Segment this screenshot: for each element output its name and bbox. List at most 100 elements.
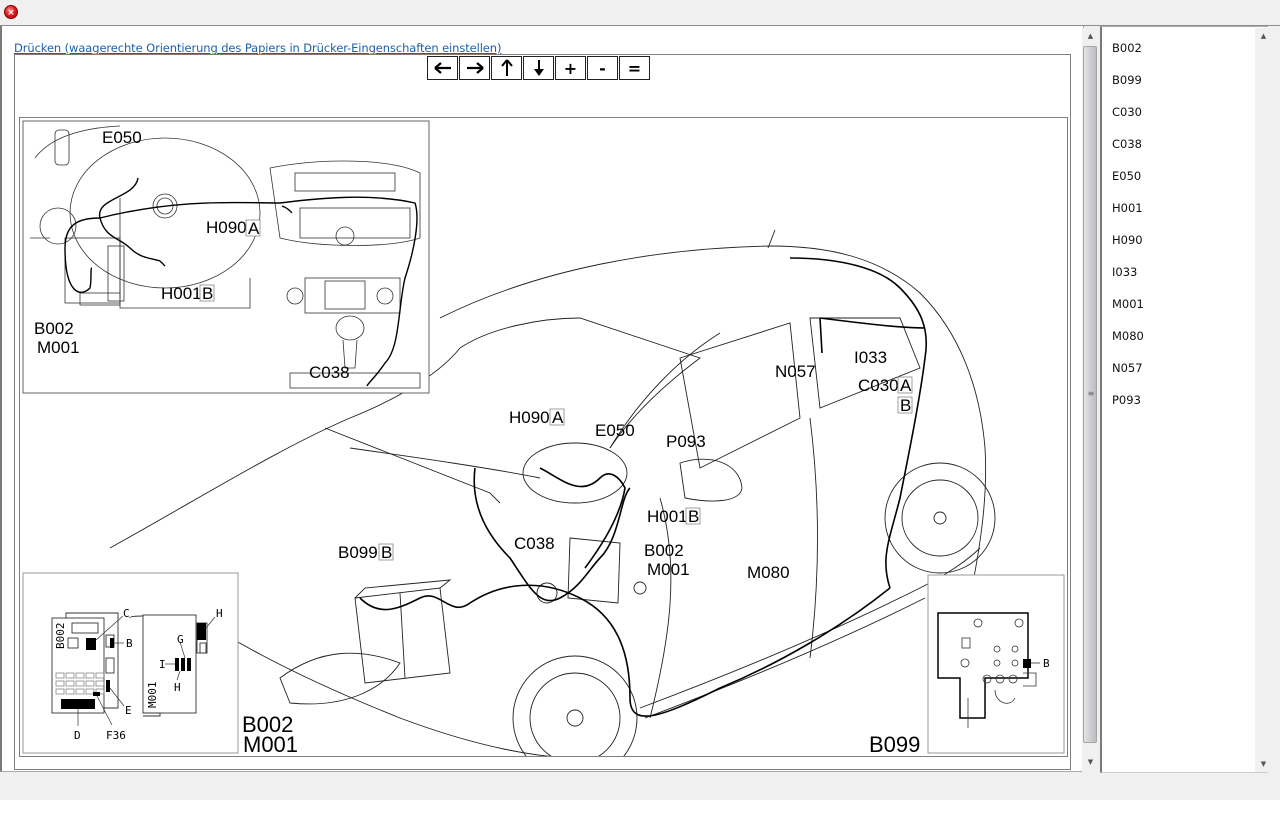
inset-fusebox: B002 M001 C B E D F36 H G I H xyxy=(22,572,239,754)
inset-label-e050: E050 xyxy=(102,128,142,147)
list-item-m001[interactable]: M001 xyxy=(1112,297,1144,311)
label-h090-tag: A xyxy=(552,408,564,427)
inset-label-h001-tag: B xyxy=(202,284,213,303)
rear-wheel xyxy=(884,462,996,574)
label-m001: M001 xyxy=(647,560,690,579)
list-item-c038[interactable]: C038 xyxy=(1112,137,1142,151)
diagram-outer-frame xyxy=(14,54,1071,770)
car-side-sill xyxy=(639,547,981,709)
dash-top xyxy=(349,447,541,479)
zoom-reset-button[interactable]: = xyxy=(619,56,650,80)
arrow-up-icon xyxy=(500,59,513,76)
wiper xyxy=(324,427,501,504)
pan-left-button[interactable] xyxy=(427,56,458,80)
list-scroll-down-arrow-icon[interactable]: ▼ xyxy=(1260,760,1267,768)
fusebox-pin-h-bottom: H xyxy=(174,681,181,694)
pan-down-button[interactable] xyxy=(523,56,554,80)
work-area: Drücken (waagerechte Orientierung des Pa… xyxy=(0,26,1280,800)
inset-label-h090: H090 xyxy=(206,218,247,237)
inset-label-h090-tag: A xyxy=(248,219,260,238)
print-link[interactable]: Drücken (waagerechte Orientierung des Pa… xyxy=(14,41,502,55)
arrow-down-icon xyxy=(533,60,544,76)
mirror xyxy=(679,458,743,502)
close-icon[interactable]: × xyxy=(4,5,18,19)
fusebox-caption-b002: B002 xyxy=(242,712,293,737)
inset-label-b002: B002 xyxy=(34,319,74,338)
fusebox-pin-c: C xyxy=(123,607,130,620)
list-item-p093[interactable]: P093 xyxy=(1112,393,1141,407)
car-hood-line xyxy=(109,347,461,549)
label-e050: E050 xyxy=(595,421,635,440)
label-c038: C038 xyxy=(514,534,555,553)
label-c030-tag-a: A xyxy=(900,376,912,395)
windshield xyxy=(459,317,701,449)
fusebox-pin-f36: F36 xyxy=(106,729,126,742)
wire-harness-battery xyxy=(359,584,891,717)
battery-pin-b: B xyxy=(1043,657,1050,670)
wire-harness-interior xyxy=(819,317,926,354)
antenna xyxy=(767,229,776,249)
pan-up-button[interactable] xyxy=(491,56,522,80)
wire-harness-dash xyxy=(539,467,626,569)
blank-area xyxy=(0,800,1280,840)
diagram-panel: Drücken (waagerechte Orientierung des Pa… xyxy=(0,26,1084,772)
label-c030: C030 xyxy=(858,376,899,395)
fusebox-pin-i: I xyxy=(159,658,166,671)
label-c030-tag-b: B xyxy=(900,396,911,415)
zoom-in-button[interactable]: + xyxy=(555,56,586,80)
fusebox-caption-m001: M001 xyxy=(243,732,298,757)
list-item-e050[interactable]: E050 xyxy=(1112,169,1142,183)
list-item-i033[interactable]: I033 xyxy=(1112,265,1138,279)
wire-harness-main xyxy=(473,467,631,602)
body-computer xyxy=(567,537,621,604)
diagram-vertical-scrollbar[interactable]: ▲ ≡ ▼ xyxy=(1082,28,1099,772)
rear-window xyxy=(809,317,921,409)
front-window xyxy=(679,322,801,469)
fusebox-pin-e: E xyxy=(125,704,132,717)
list-item-b099[interactable]: B099 xyxy=(1112,73,1142,87)
inset-label-h001: H001 xyxy=(161,284,202,303)
scroll-up-arrow-icon[interactable]: ▲ xyxy=(1087,32,1094,40)
label-b099-tag: B xyxy=(381,543,392,562)
wire-harness-roof xyxy=(789,257,928,589)
label-p093: P093 xyxy=(666,432,706,451)
list-item-h001[interactable]: H001 xyxy=(1112,201,1143,215)
pan-right-button[interactable] xyxy=(459,56,490,80)
label-n057: N057 xyxy=(775,362,816,381)
equals-icon: = xyxy=(627,58,642,78)
wiring-diagram-canvas: H090 A E050 P093 H001 B C038 B002 M001 B… xyxy=(22,120,1065,757)
scrollbar-thumb[interactable]: ≡ xyxy=(1083,46,1097,743)
label-b099: B099 xyxy=(338,543,378,562)
car-sill-inner xyxy=(644,597,926,719)
battery xyxy=(354,587,451,684)
list-item-n057[interactable]: N057 xyxy=(1112,361,1143,375)
door-line-rear xyxy=(809,417,818,659)
zoom-out-button[interactable]: - xyxy=(587,56,618,80)
scrollbar-grip-icon: ≡ xyxy=(1087,389,1095,398)
list-item-b002[interactable]: B002 xyxy=(1112,41,1142,55)
list-item-c030[interactable]: C030 xyxy=(1112,105,1142,119)
scroll-down-arrow-icon[interactable]: ▼ xyxy=(1087,758,1094,766)
headlight xyxy=(279,652,401,705)
inset-label-c038: C038 xyxy=(309,363,350,382)
diagram-nav-toolbar: + - = xyxy=(427,56,650,80)
label-h001-tag: B xyxy=(688,507,699,526)
list-scroll-up-arrow-icon[interactable]: ▲ xyxy=(1260,32,1267,40)
label-i033: I033 xyxy=(854,348,887,367)
label-h001: H001 xyxy=(647,507,688,526)
fusebox-pin-h-top: H xyxy=(216,607,223,620)
fusebox-pin-d: D xyxy=(74,729,81,742)
fusebox-pin-g: G xyxy=(177,633,184,646)
label-h090: H090 xyxy=(509,408,550,427)
battery-caption-b099: B099 xyxy=(869,732,920,757)
list-item-h090[interactable]: H090 xyxy=(1112,233,1143,247)
speaker xyxy=(536,582,558,604)
list-item-m080[interactable]: M080 xyxy=(1112,329,1144,343)
list-vertical-scrollbar[interactable]: ▲ ▼ xyxy=(1255,28,1272,772)
wiring-diagram: H090 A E050 P093 H001 B C038 B002 M001 B… xyxy=(19,117,1068,757)
front-wheel xyxy=(512,655,638,756)
instrument-cluster xyxy=(522,442,628,504)
fusebox-box1-label: B002 xyxy=(54,623,67,650)
fusebox-box2-label: M001 xyxy=(146,682,159,709)
label-b002: B002 xyxy=(644,541,684,560)
